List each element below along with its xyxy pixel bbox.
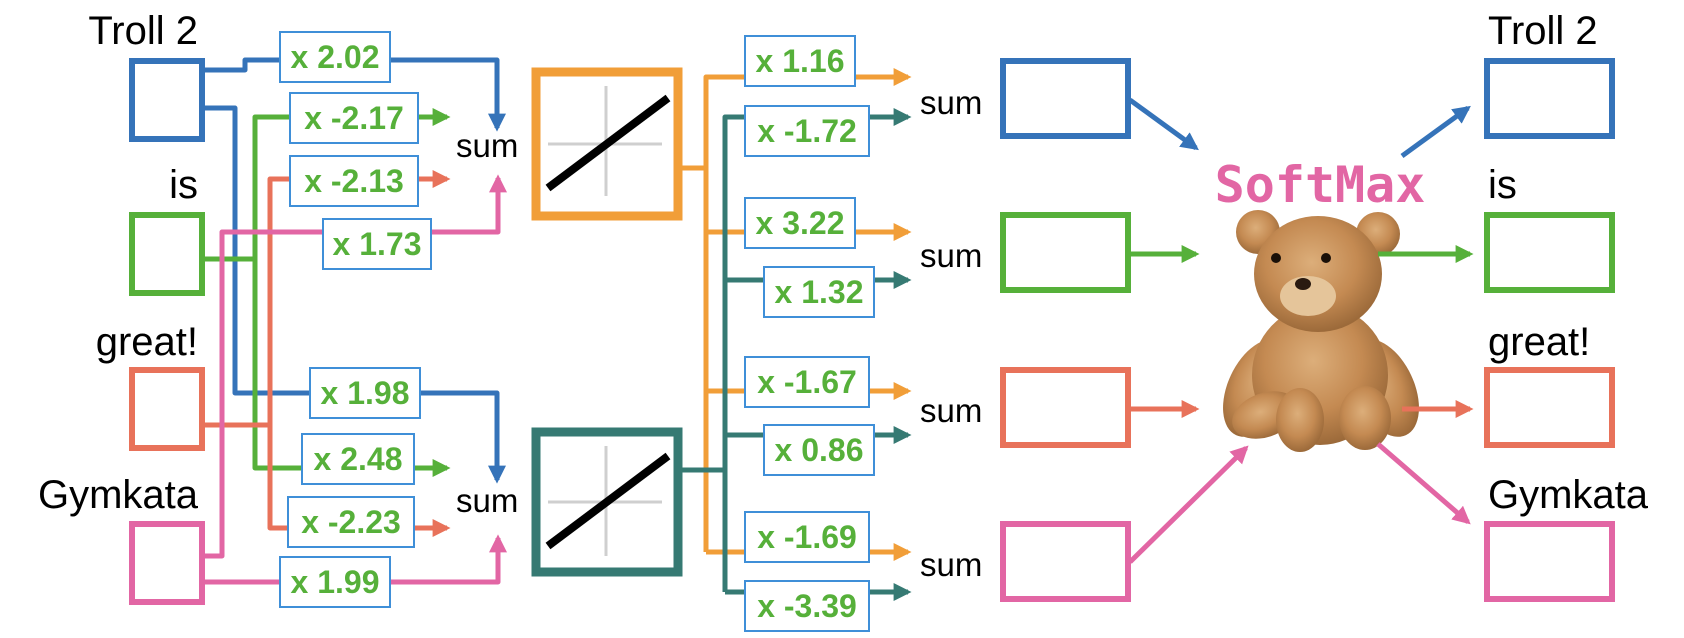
output-sum-nodes: sum sum sum sum bbox=[920, 58, 1131, 602]
input-word-gymkata: Gymkata bbox=[38, 473, 199, 517]
output-box-is bbox=[1484, 212, 1615, 293]
weight-box bbox=[309, 367, 421, 419]
teddy-bear-icon bbox=[1223, 210, 1419, 452]
softmax-output-arrows bbox=[1376, 105, 1474, 525]
weight-label: x 1.73 bbox=[333, 226, 422, 262]
output-sum-label-3: sum bbox=[920, 392, 982, 429]
weight-label: x -1.72 bbox=[757, 113, 857, 149]
output-sum-label-4: sum bbox=[920, 546, 982, 583]
output-word-is: is bbox=[1488, 163, 1517, 207]
softmax-input-arrows bbox=[1128, 97, 1249, 564]
activation-identity-line bbox=[545, 94, 671, 192]
hidden-node-2 bbox=[531, 427, 683, 577]
weight-label: x 0.86 bbox=[775, 432, 864, 468]
weight-label: x 1.32 bbox=[775, 274, 864, 310]
input-box-gymkata bbox=[129, 521, 205, 605]
weight-label: x -2.13 bbox=[304, 163, 404, 199]
output-box-troll2 bbox=[1484, 58, 1615, 139]
softmax-to-troll2 bbox=[1400, 105, 1471, 159]
input-word-great: great! bbox=[96, 320, 198, 364]
weight-box bbox=[289, 155, 419, 207]
weight-box bbox=[744, 105, 870, 157]
output-sum-label-2: sum bbox=[920, 237, 982, 274]
hidden-sum-label-1: sum bbox=[456, 127, 518, 164]
sum4-to-softmax bbox=[1128, 445, 1249, 564]
weight-label: x 2.48 bbox=[314, 441, 403, 477]
sum1-to-softmax bbox=[1128, 97, 1199, 151]
output-sum-box-2 bbox=[1000, 212, 1131, 293]
output-word-gymkata: Gymkata bbox=[1488, 473, 1649, 517]
weight-box bbox=[744, 511, 870, 563]
troll2-to-hidden2 bbox=[202, 105, 506, 484]
input-box-great bbox=[129, 367, 205, 451]
output-sum-label-1: sum bbox=[920, 84, 982, 121]
input-word-is: is bbox=[169, 163, 198, 207]
output-sum-box-3 bbox=[1000, 367, 1131, 448]
input-word-troll2: Troll 2 bbox=[88, 9, 198, 53]
weight-box bbox=[744, 580, 870, 632]
softmax-title: SoftMax bbox=[1215, 156, 1426, 214]
weight-box bbox=[289, 92, 419, 144]
weight-label: x 1.16 bbox=[756, 43, 845, 79]
weight-box bbox=[763, 424, 875, 476]
input-box-is bbox=[129, 212, 205, 296]
output-word-troll2: Troll 2 bbox=[1488, 9, 1598, 53]
hidden2-bus bbox=[680, 114, 728, 592]
weight-box bbox=[744, 356, 870, 408]
weight-box bbox=[322, 218, 432, 270]
weight-label: x 2.02 bbox=[291, 39, 380, 75]
hidden-connections bbox=[680, 68, 912, 601]
weight-label: x -2.23 bbox=[301, 504, 401, 540]
output-box-gymkata bbox=[1484, 521, 1615, 602]
output-sum-box-4 bbox=[1000, 521, 1131, 602]
hidden-sum-label-2: sum bbox=[456, 482, 518, 519]
weight-box bbox=[744, 35, 856, 87]
weight-label: x -1.69 bbox=[757, 519, 857, 555]
input-nodes: Troll 2 is great! Gymkata bbox=[38, 9, 205, 605]
troll2-to-hidden1 bbox=[202, 57, 506, 132]
input-weight-labels: x 2.02 x -2.17 x -2.13 x 1.73 x 1.98 x 2… bbox=[279, 31, 432, 608]
weight-label: x -3.39 bbox=[757, 588, 857, 624]
weight-box bbox=[301, 433, 415, 485]
weight-label: x -2.17 bbox=[304, 100, 404, 136]
output-box-great bbox=[1484, 367, 1615, 448]
weight-box bbox=[744, 197, 856, 249]
weight-label: x -1.67 bbox=[757, 364, 857, 400]
activation-identity-line bbox=[545, 452, 671, 550]
weight-label: x 1.98 bbox=[321, 375, 410, 411]
hidden1-bus bbox=[680, 74, 709, 552]
weight-box bbox=[287, 496, 415, 548]
output-word-great: great! bbox=[1488, 320, 1590, 364]
input-box-troll2 bbox=[129, 58, 205, 142]
softmax-to-gymkata bbox=[1376, 442, 1471, 525]
gymkata-to-hidden1 bbox=[202, 174, 507, 559]
weight-box bbox=[279, 31, 391, 83]
weight-box bbox=[279, 556, 391, 608]
hidden-node-1 bbox=[531, 67, 683, 221]
weight-label: x 1.99 bbox=[291, 564, 380, 600]
input-connections bbox=[202, 57, 507, 585]
output-weight-labels: x 1.16 x -1.72 x 3.22 x 1.32 x -1.67 x 0… bbox=[744, 35, 875, 632]
weight-box bbox=[763, 266, 875, 318]
output-sum-box-1 bbox=[1000, 58, 1131, 139]
weight-label: x 3.22 bbox=[756, 205, 845, 241]
output-nodes: Troll 2 is great! Gymkata bbox=[1484, 9, 1649, 602]
